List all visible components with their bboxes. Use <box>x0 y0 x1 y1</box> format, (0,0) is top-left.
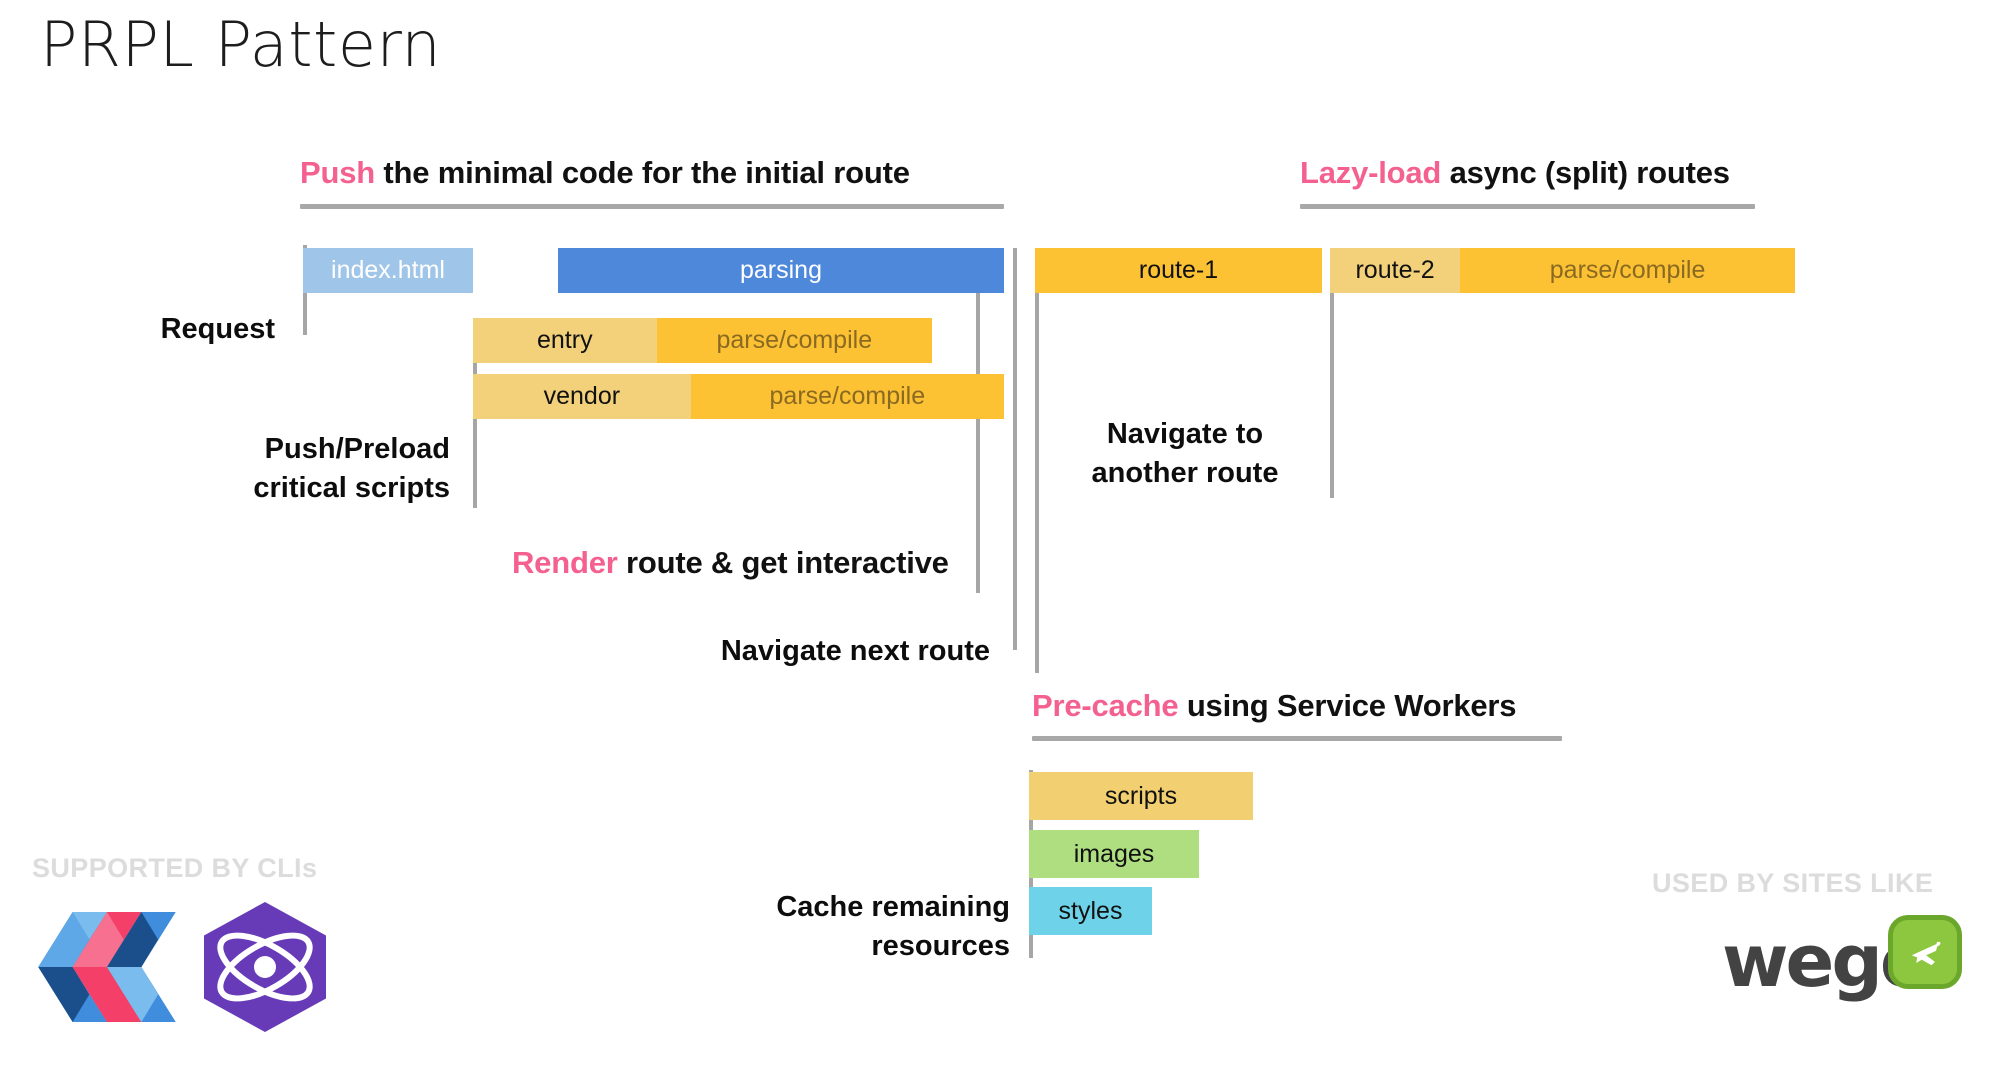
bar-vendor: vendor parse/compile <box>473 374 1004 419</box>
bar-vendor-parse-label: parse/compile <box>690 374 1004 419</box>
bar-index-html: index.html <box>303 248 473 293</box>
section-rule-precache <box>1032 736 1562 741</box>
page-title: PRPL Pattern <box>40 8 442 81</box>
footer-caption-used-by: USED BY SITES LIKE <box>1652 868 1934 898</box>
polymer-logo <box>38 912 176 1022</box>
bar-parsing: parsing <box>558 248 1004 293</box>
bar-route-2: route-2 parse/compile <box>1330 248 1795 293</box>
section-header-lazy: Lazy-load async (split) routes <box>1300 155 1730 191</box>
section-header-lazy-accent: Lazy-load <box>1300 155 1442 190</box>
section-header-precache: Pre-cache using Service Workers <box>1032 688 1517 724</box>
bar-scripts: scripts <box>1029 772 1253 820</box>
section-header-render-rest: route & get interactive <box>617 545 949 580</box>
section-header-push: Push the minimal code for the initial ro… <box>300 155 910 191</box>
bar-route-1-label: route-1 <box>1138 256 1219 284</box>
timeline-guide-navigate-next <box>1013 248 1017 650</box>
bar-styles: styles <box>1029 887 1152 935</box>
timeline-guide-render <box>976 248 980 593</box>
bar-vendor-label: vendor <box>473 374 691 419</box>
bar-route-2-label: route-2 <box>1330 248 1461 293</box>
section-header-lazy-rest: async (split) routes <box>1441 155 1730 190</box>
timeline-guide-route-1 <box>1035 248 1039 673</box>
footer-caption-supported: SUPPORTED BY CLIs <box>32 853 318 883</box>
section-header-precache-rest: using Service Workers <box>1178 688 1517 723</box>
section-header-render-accent: Render <box>512 545 618 580</box>
bar-parsing-label: parsing <box>740 256 822 284</box>
section-header-push-accent: Push <box>300 155 375 190</box>
label-push-preload: Push/Preload critical scripts <box>253 433 450 504</box>
bar-images: images <box>1029 830 1199 878</box>
section-rule-lazy <box>1300 204 1755 209</box>
airplane-icon <box>1911 941 1941 966</box>
timeline-guide-route-2 <box>1330 248 1334 498</box>
preact-logo <box>200 900 330 1034</box>
label-request: Request <box>160 313 275 345</box>
bar-entry: entry parse/compile <box>473 318 932 363</box>
section-header-render: Render route & get interactive <box>512 545 949 581</box>
bar-styles-label: styles <box>1058 896 1123 925</box>
wego-badge <box>1888 915 1962 989</box>
label-navigate-next: Navigate next route <box>720 635 990 667</box>
section-header-precache-accent: Pre-cache <box>1032 688 1179 723</box>
bar-route-1: route-1 <box>1035 248 1322 293</box>
label-navigate-another-route: Navigate to another route <box>1091 418 1279 489</box>
bar-route-2-parse-label: parse/compile <box>1460 248 1795 293</box>
section-header-push-rest: the minimal code for the initial route <box>375 155 910 190</box>
wego-logo: wego <box>1722 915 1962 1015</box>
label-cache-remaining: Cache remaining resources <box>776 891 1010 962</box>
bar-entry-label: entry <box>473 318 657 363</box>
bar-index-html-label: index.html <box>331 256 445 284</box>
section-rule-push <box>300 204 1004 209</box>
bar-entry-parse-label: parse/compile <box>656 318 932 363</box>
bar-images-label: images <box>1073 839 1155 868</box>
bar-scripts-label: scripts <box>1104 781 1178 810</box>
